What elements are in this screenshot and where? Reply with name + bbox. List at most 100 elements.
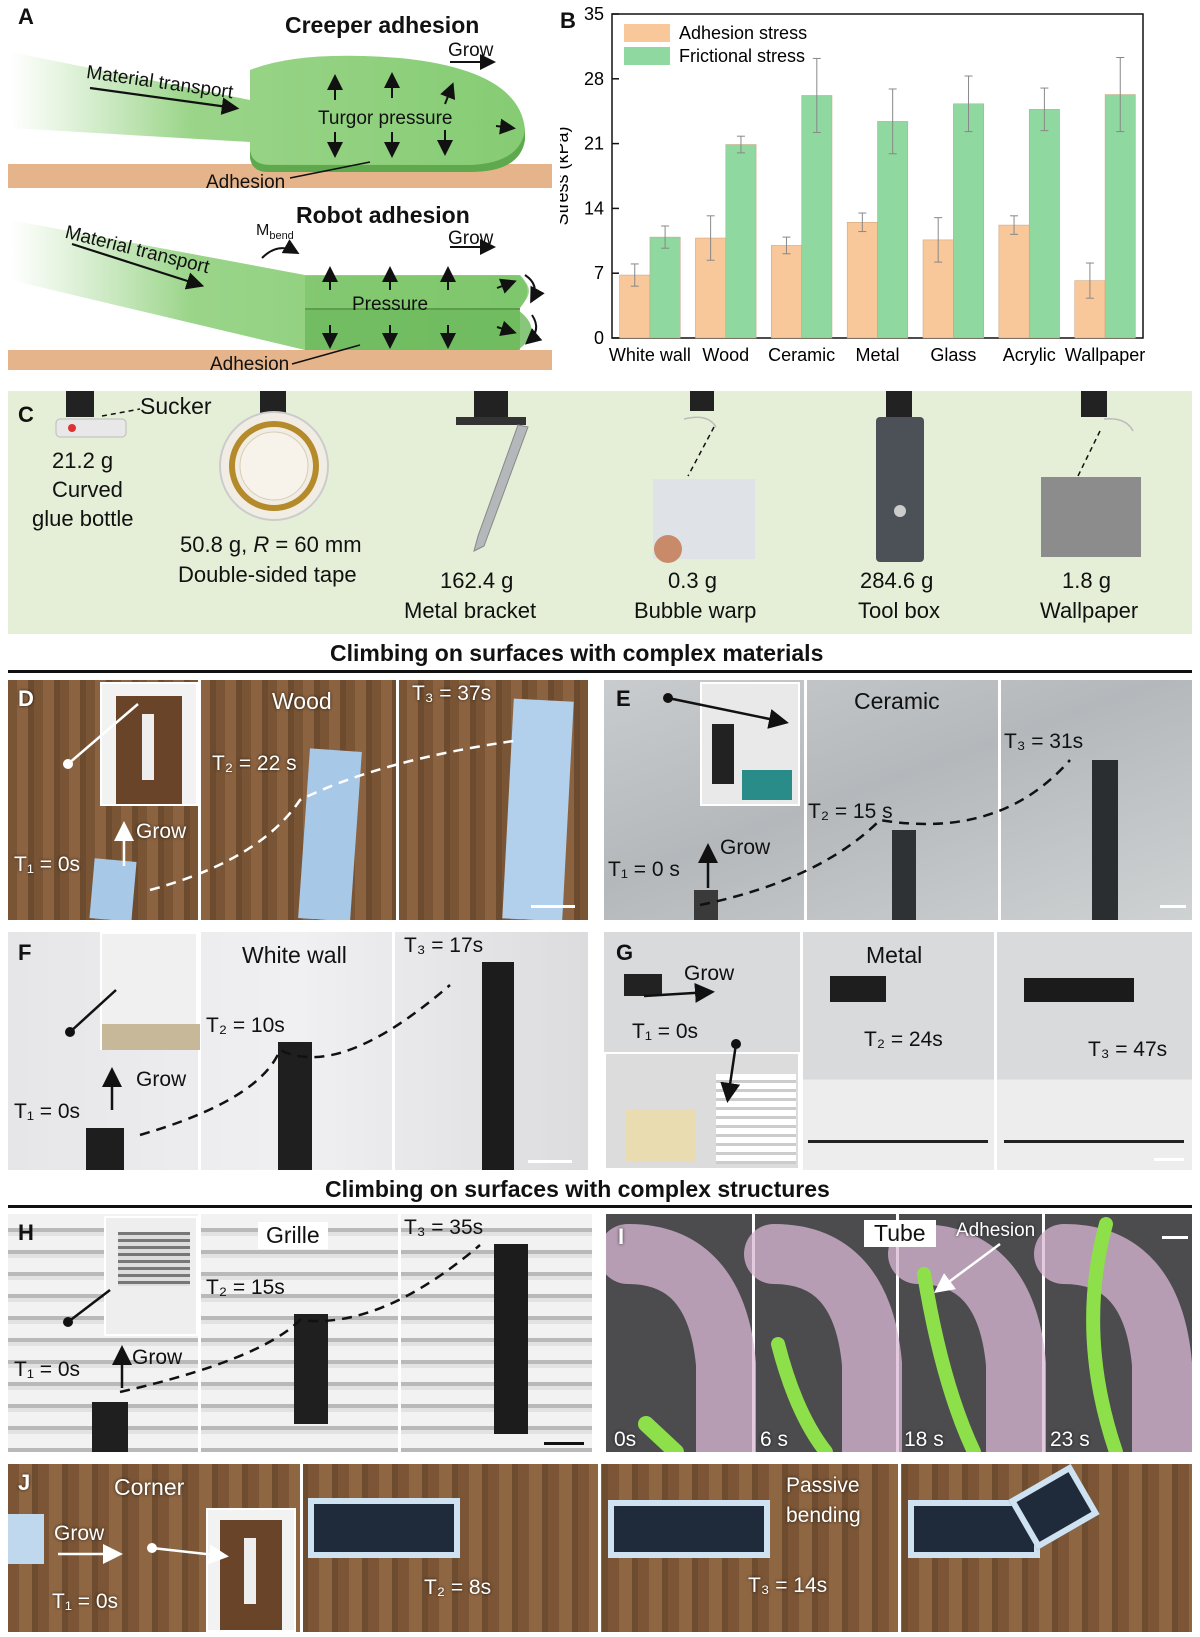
load-wallpaper-name: Wallpaper (1040, 598, 1139, 623)
panel-i-time-3: 23 s (1050, 1428, 1090, 1451)
bar-frictional-stress-4 (953, 103, 984, 339)
panel-i-time-0: 0s (614, 1428, 637, 1451)
panel-j-passive-2: bending (786, 1504, 861, 1527)
x-tick-label-3: Metal (855, 345, 899, 365)
panel-e-ceramic-photos (604, 680, 1192, 920)
panel-j-grow: Grow (54, 1522, 105, 1545)
panel-d-t3: T₃ = 37s (412, 682, 492, 705)
pressure-label: Pressure (352, 294, 429, 315)
load-bracket-name: Metal bracket (404, 598, 537, 623)
y-tick-label-1: 7 (594, 263, 604, 283)
load-bubble-name: Bubble warp (634, 598, 757, 623)
panel-h-t2: T₂ = 15s (206, 1276, 285, 1299)
load-toolbox-name: Tool box (858, 598, 940, 623)
panel-j-surface: Corner (114, 1474, 185, 1500)
panel-label-b: B (560, 8, 576, 33)
y-tick-label-4: 28 (584, 69, 604, 89)
panel-h-t1: T₁ = 0s (14, 1358, 81, 1381)
panel-label-e: E (616, 686, 631, 711)
sucker-label: Sucker (140, 393, 212, 419)
mbend-label: Mbend (256, 222, 294, 243)
panel-e-t2: T₂ = 15 s (808, 800, 893, 823)
panel-i-adhesion: Adhesion (956, 1220, 1036, 1241)
y-tick-label-5: 35 (584, 4, 604, 24)
y-tick-label-3: 21 (584, 134, 604, 154)
panel-d-t1: T₁ = 0s (14, 853, 81, 876)
y-tick-label-2: 14 (584, 198, 604, 218)
panel-d-door-inset (100, 682, 198, 806)
bar-adhesion-stress-5 (998, 224, 1030, 339)
panel-f-hallway-inset (100, 932, 200, 1050)
panel-j-corner-photos (8, 1464, 1192, 1632)
panel-h-grow: Grow (132, 1346, 183, 1369)
bar-frictional-stress-0 (649, 236, 681, 339)
section-rule-materials (8, 670, 1192, 673)
panel-f-t2: T₂ = 10s (206, 1014, 285, 1037)
schematic-creeper-adhesion (8, 52, 552, 370)
panel-j-t1: T₁ = 0s (52, 1590, 119, 1613)
panel-d-surface: Wood (272, 688, 332, 714)
load-tape-mass: 50.8 g, R = 60 mm (180, 532, 362, 557)
panel-d-grow: Grow (136, 820, 187, 843)
creeper-grow-label: Grow (448, 40, 494, 61)
panel-f-grow: Grow (136, 1068, 187, 1091)
panel-g-t3: T₃ = 47s (1088, 1038, 1168, 1061)
load-wallpaper-mass: 1.8 g (1062, 568, 1111, 593)
creeper-adhesion-title: Creeper adhesion (285, 12, 480, 38)
bar-adhesion-stress-3 (846, 222, 878, 339)
panel-e-t3: T₃ = 31s (1004, 730, 1084, 753)
panel-label-h: H (18, 1220, 34, 1245)
x-tick-label-1: Wood (702, 345, 749, 365)
panel-h-grille-photos (8, 1214, 592, 1452)
panel-h-surface: Grille (258, 1222, 328, 1249)
bar-frictional-stress-3 (877, 121, 909, 339)
panel-g-room-inset (604, 1052, 800, 1170)
panel-g-surface: Metal (866, 942, 923, 968)
panel-label-j: J (18, 1470, 31, 1495)
legend-label-1: Frictional stress (679, 46, 805, 66)
panel-j-door-inset (206, 1508, 296, 1632)
panel-g-t2: T₂ = 24s (864, 1028, 943, 1051)
robot-grow-label: Grow (448, 228, 494, 249)
substrate-bottom (8, 350, 552, 370)
panel-f-surface: White wall (242, 942, 347, 968)
legend-swatch-1 (624, 47, 670, 65)
panel-j-t2: T₂ = 8s (424, 1576, 492, 1599)
legend-swatch-0 (624, 24, 670, 42)
load-tape-name: Double-sided tape (178, 562, 357, 587)
section-title-materials: Climbing on surfaces with complex materi… (330, 640, 824, 666)
panel-f-t3: T₃ = 17s (404, 934, 484, 957)
x-tick-label-0: White wall (609, 345, 691, 365)
panel-label-i: I (618, 1224, 625, 1249)
robot-adhesion-title: Robot adhesion (296, 202, 470, 228)
panel-h-vent-inset (104, 1216, 198, 1336)
panel-g-t1: T₁ = 0s (632, 1020, 699, 1043)
panel-label-d: D (18, 686, 34, 711)
bar-frictional-stress-2 (801, 95, 833, 339)
panel-e-room-inset (700, 682, 800, 806)
panel-e-grow: Grow (720, 836, 771, 859)
panel-f-t1: T₁ = 0s (14, 1100, 81, 1123)
section-rule-structures (8, 1205, 1192, 1208)
creeper-adhesion-label: Adhesion (206, 172, 286, 193)
robot-adhesion-label: Adhesion (210, 354, 290, 375)
load-glue-bottle-name2: glue bottle (32, 506, 134, 531)
panel-label-f: F (18, 940, 32, 965)
load-panel-background (8, 391, 1192, 634)
load-glue-bottle-mass: 21.2 g (52, 448, 114, 473)
panel-e-t1: T₁ = 0 s (608, 858, 680, 881)
panel-i-time-1: 6 s (760, 1428, 789, 1451)
panel-g-grow: Grow (684, 962, 735, 985)
panel-j-passive-1: Passive (786, 1474, 860, 1497)
x-tick-label-4: Glass (930, 345, 976, 365)
panel-e-surface: Ceramic (854, 688, 940, 714)
panel-label-g: G (616, 940, 634, 965)
legend-label-0: Adhesion stress (679, 23, 807, 43)
x-tick-label-2: Ceramic (768, 345, 835, 365)
panel-i-surface: Tube (864, 1220, 936, 1247)
section-title-structures: Climbing on surfaces with complex struct… (325, 1176, 830, 1202)
y-axis-label: Stress (kPa) (560, 126, 572, 225)
load-glue-bottle-name1: Curved (52, 477, 123, 502)
bar-frictional-stress-5 (1028, 109, 1060, 339)
